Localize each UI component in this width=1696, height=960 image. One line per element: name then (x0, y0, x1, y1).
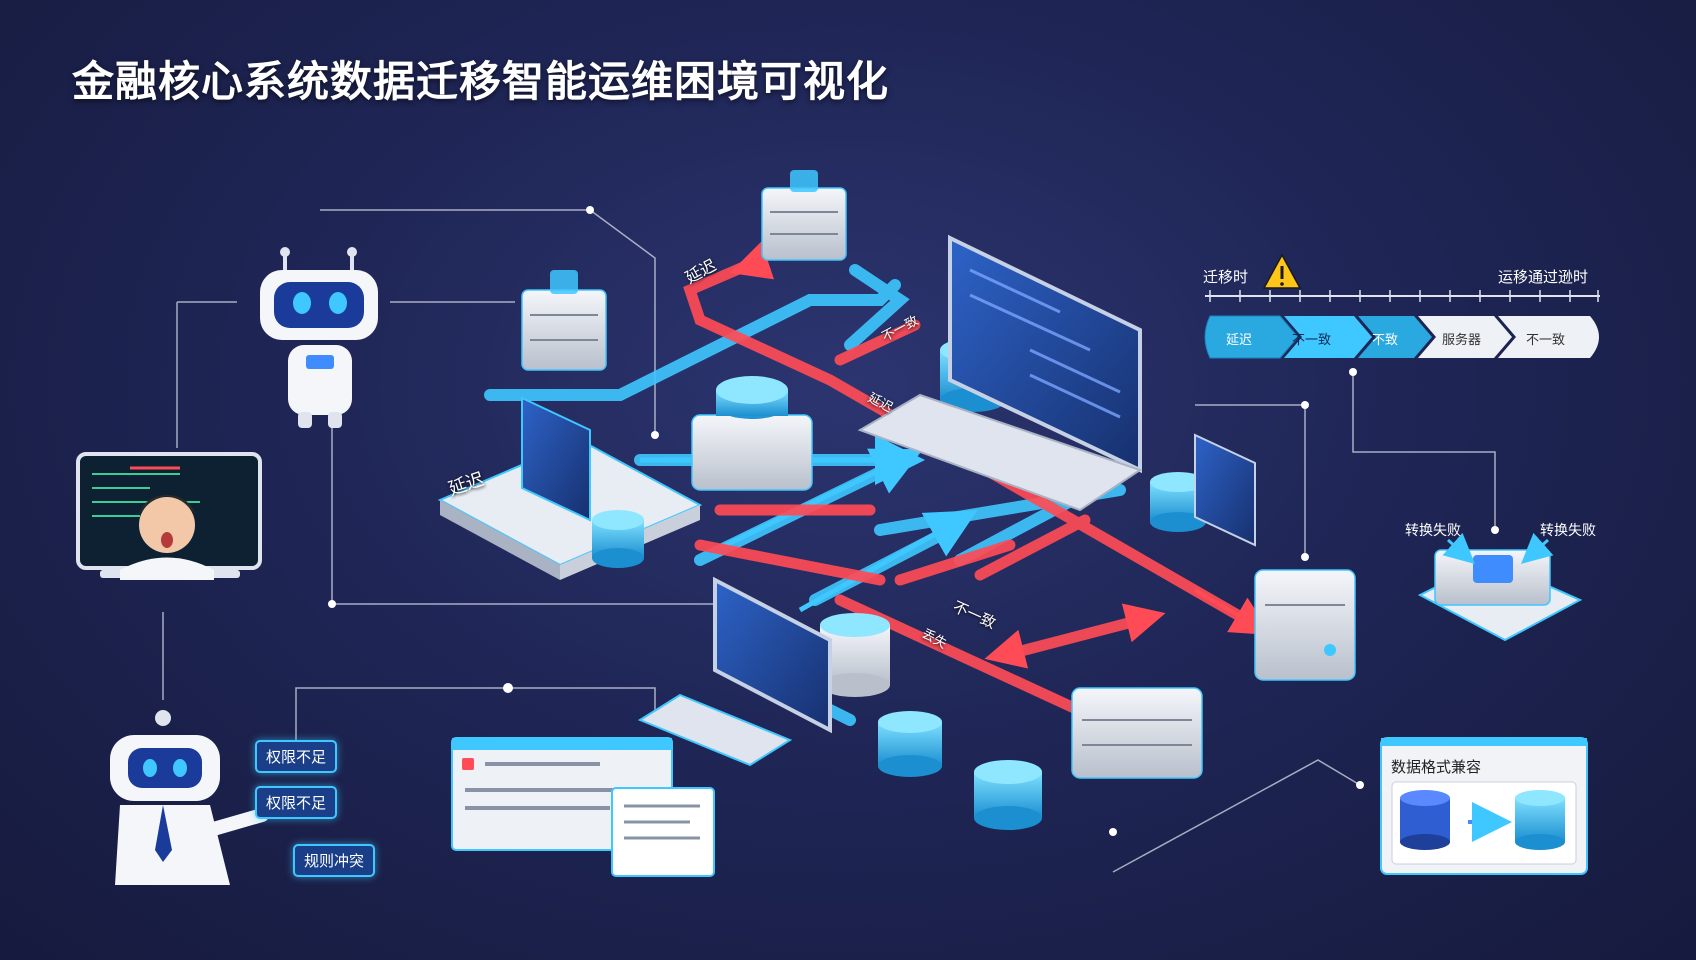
robot-icon (110, 710, 269, 885)
server-icon (761, 170, 847, 261)
timeline-right-label: 运移通过逊时 (1498, 268, 1589, 286)
page-title: 金融核心系统数据迁移智能运维困境可视化 (72, 57, 890, 106)
database-icon (878, 711, 942, 777)
red-arrowheads (729, 241, 1272, 669)
timeline-step: 不一致 (1292, 333, 1332, 348)
rule-conflict-tag: 规则冲突 (293, 844, 376, 877)
document-window (451, 737, 715, 877)
conversion-arrows (1442, 532, 1554, 564)
permission-tag: 权限不足 (255, 786, 338, 819)
permission-tag: 权限不足 (255, 740, 338, 773)
robot-icon (260, 247, 378, 428)
database-icon (1400, 790, 1450, 850)
format-panel (1380, 737, 1588, 875)
person-icon (120, 495, 214, 580)
database-icon (820, 613, 890, 697)
connector-dots (328, 206, 1499, 836)
monitor-icon (1194, 433, 1256, 547)
connector-lines (162, 209, 1496, 873)
server-icon (521, 270, 607, 371)
monitor-icon (521, 396, 591, 522)
timeline-left-label: 迁移时 (1203, 268, 1249, 286)
database-icon (592, 510, 644, 568)
format-panel-title: 数据格式兼容 (1391, 758, 1482, 776)
server-icon (1071, 687, 1203, 779)
timeline-step: 延迟 (1226, 333, 1253, 348)
conversion-fail-label: 转换失败 (1540, 523, 1596, 539)
timeline-step: 不一致 (1526, 333, 1566, 348)
timeline-steps (1204, 315, 1599, 359)
server-icon (1254, 569, 1356, 681)
warning-icon (1262, 253, 1302, 289)
timeline-axis (1205, 290, 1600, 302)
timeline-step: 不致 (1372, 333, 1399, 348)
timeline-step: 服务器 (1442, 333, 1482, 348)
laptop-icon (857, 234, 1143, 512)
database-icon (1515, 790, 1565, 850)
server-icon (691, 376, 813, 491)
database-icon (974, 760, 1042, 830)
monitor-icon (637, 576, 832, 767)
server-icon (1434, 549, 1551, 606)
conversion-fail-label: 转换失败 (1405, 523, 1461, 539)
